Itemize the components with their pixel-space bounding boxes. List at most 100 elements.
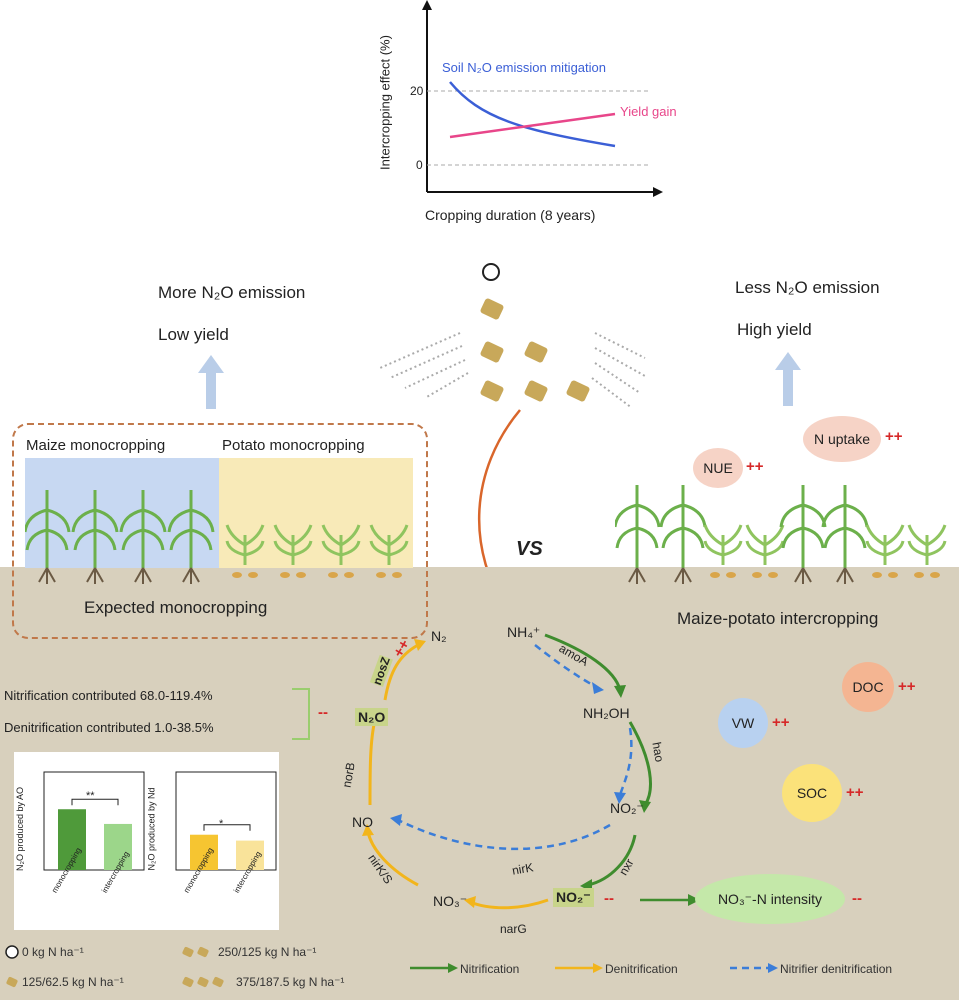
inset-left-bar-inter (104, 823, 132, 870)
nitrification-arrow-nh2oh-no2 (628, 721, 652, 806)
denitrification-contribution: Denitrification contributed 1.0-38.5% (4, 720, 214, 735)
monocropping-caption: Expected monocropping (84, 598, 268, 617)
n-uptake-badge: N uptake (803, 416, 881, 462)
n-uptake-plus: ++ (885, 428, 903, 445)
nue-badge: NUE (693, 448, 743, 488)
legend-rate0: 0 kg N ha⁻¹ (22, 945, 84, 959)
nitrification-arrow-no2-no3chip (587, 834, 637, 887)
fertilizer-bag-icon (566, 380, 590, 402)
x-axis-arrow (653, 187, 663, 197)
ytick-0: 0 (416, 158, 423, 172)
no2-node: NO₂⁻ (610, 800, 644, 816)
denitrification-arrow-no2-no (366, 831, 419, 887)
nitrification-contribution: Nitrification contributed 68.0-119.4% (4, 688, 213, 703)
right-up-arrow (775, 352, 801, 406)
maize-plant-icon (659, 485, 707, 584)
fertilizer-bag-icon (480, 380, 504, 402)
legend-nitrification: Nitrification (460, 962, 520, 976)
maize-plant-icon (119, 490, 167, 584)
legend-nitrification-line (410, 963, 458, 973)
potato-plant-icon (703, 524, 743, 578)
denitrification-arrow-n2o-n2 (383, 643, 419, 701)
inset-bar-charts: N₂O produced by AO N₂O produced by Nd **… (14, 752, 279, 930)
ytick-20: 20 (410, 84, 424, 98)
legend-rate3: 375/187.5 kg N ha⁻¹ (236, 975, 345, 989)
nitrifier-arrow-nh2oh-no2 (618, 727, 633, 796)
no3-intensity-minus: -- (852, 890, 862, 907)
denitrification-arrow-no-n2o (368, 719, 377, 806)
potato-plant-icon (907, 524, 947, 578)
nitrifier-arrow-no2-no (397, 818, 611, 851)
nitrification-arrow-nh4-nh2oh (544, 633, 622, 691)
intercropping-caption: Maize-potato intercropping (677, 609, 879, 628)
no3-chip-node: NO₂⁻ (553, 888, 594, 907)
potato-plant-icon (745, 524, 785, 578)
top-chart-xlabel: Cropping duration (8 years) (425, 207, 596, 223)
left-outcome-line1: More N₂O emission (158, 283, 306, 302)
yield-series-line (449, 112, 616, 139)
inset-right-frame (175, 771, 277, 871)
inset-left-frame (43, 771, 145, 871)
left-up-arrow (198, 355, 224, 409)
right-outcome-line1: Less N₂O emission (735, 278, 880, 297)
gene-narg-label: narG (500, 922, 527, 936)
vs-label: VS (516, 538, 543, 560)
legend-denitrification: Denitrification (605, 962, 678, 976)
potato-monocropping-panel (219, 458, 413, 568)
inset-right-sig: * (219, 818, 224, 830)
maize-plant-icon (615, 485, 661, 584)
fertilizer-bag-icon (524, 341, 548, 363)
legend-three-bag-icon (182, 976, 224, 988)
no3-intensity-arrow (640, 894, 700, 906)
mitigation-series-label: Soil N₂O emission mitigation (442, 60, 606, 75)
spread-lines-right (591, 332, 646, 409)
nh4-node: NH₄⁺ (507, 624, 541, 640)
potato-plant-icon (273, 524, 313, 578)
zero-rate-circle-icon (482, 263, 500, 281)
intercropping-plants (615, 485, 947, 584)
potato-monocropping-title: Potato monocropping (222, 437, 365, 454)
y-axis-arrow (422, 0, 432, 10)
legend-nitrifier-line (730, 963, 778, 973)
yield-series-label: Yield gain (620, 104, 677, 119)
no3-chip-minus: -- (604, 890, 614, 907)
maize-plant-icon (167, 490, 215, 584)
nh2oh-node: NH₂OH (583, 705, 630, 721)
potato-plant-icon (321, 524, 361, 578)
inset-left-ylabel: N₂O produced by AO (15, 786, 26, 872)
potato-plant-icon (369, 524, 409, 578)
fertilizer-cluster-icon (379, 263, 646, 409)
fertilizer-bag-icon (524, 380, 548, 402)
legend-two-bag-icon (182, 946, 209, 958)
n2o-minus: -- (318, 704, 328, 721)
left-outcome-line2: Low yield (158, 325, 229, 344)
potato-plant-icon (225, 524, 265, 578)
fertilizer-bag-icon (480, 341, 504, 363)
soc-plus: ++ (846, 784, 864, 801)
nue-plus: ++ (746, 458, 764, 475)
nitrifier-arrow-nh4-nh2oh (534, 644, 599, 690)
doc-plus: ++ (898, 678, 916, 695)
legend-rate1: 125/62.5 kg N ha⁻¹ (22, 975, 124, 989)
inset-left-sig-bracket (71, 798, 119, 806)
vw-plus: ++ (772, 714, 790, 731)
inset-left-bar-mono (58, 809, 86, 870)
fertilizer-bag-icon (480, 298, 504, 320)
legend-zero-circle-icon (5, 945, 19, 959)
maize-monocropping-title: Maize monocropping (26, 437, 166, 454)
spread-lines-left (379, 332, 469, 399)
n2o-chip-node: N₂O (355, 708, 389, 726)
soc-badge: SOC (782, 764, 842, 822)
top-chart-ylabel: Intercropping effect (%) (377, 35, 393, 170)
legend-rate2: 250/125 kg N ha⁻¹ (218, 945, 317, 959)
right-outcome-line2: High yield (737, 320, 812, 339)
no-node: NO (352, 814, 373, 830)
monocropping-plants (25, 490, 409, 584)
doc-badge: DOC (842, 662, 894, 712)
n2-node: N₂ (431, 628, 447, 644)
maize-plant-icon (779, 485, 827, 584)
inset-right-ylabel: N₂O produced by Nd (146, 787, 157, 871)
maize-plant-icon (71, 490, 119, 584)
top-line-chart (422, 0, 663, 197)
vw-badge: VW (718, 698, 768, 748)
